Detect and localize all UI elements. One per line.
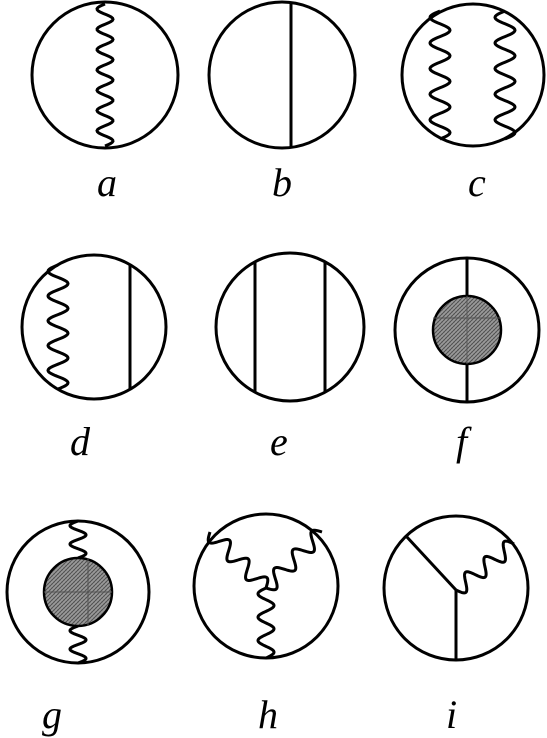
diagram-e [214,251,366,403]
diagram-h-label: h [258,692,278,737]
diagram-e-label: e [270,419,288,464]
diagram-g-top-wavy-line [68,519,88,560]
diagram-g-label: g [42,692,62,737]
diagram-i-label: i [446,692,457,737]
diagram-a-label: a [97,160,117,205]
diagram-a [30,0,180,150]
diagram-h-left-wavy-line [206,531,270,589]
diagram-a-outer-circle [30,0,180,150]
diagram-b-outer-circle [207,0,357,150]
diagram-c-wavy-line-left [428,9,452,141]
diagram-f [393,256,541,404]
diagram-a-wavy-line [95,2,115,148]
diagram-i-upper-right-wavy-line [455,539,515,595]
diagram-c [400,2,546,148]
diagram-d [20,253,168,401]
diagram-h-right-wavy-line [265,528,323,592]
diagram-c-outer-circle [400,2,546,148]
diagram-c-wavy-line-right [493,9,517,141]
diagram-e-outer-circle [214,251,366,403]
diagram-d-outer-circle [20,253,168,401]
diagram-b-label: b [272,160,292,205]
diagram-g [5,519,151,665]
diagram-c-label: c [468,160,486,205]
diagram-h [192,512,340,660]
diagram-d-wavy-line [46,263,70,391]
diagram-i [382,514,530,662]
diagram-f-label: f [456,419,472,464]
diagram-i-upper-left-line [404,534,458,592]
diagram-g-bottom-wavy-line [68,624,88,665]
diagram-h-bottom-wavy-line [256,586,276,660]
diagram-d-label: d [70,419,91,464]
diagram-b [207,0,357,150]
